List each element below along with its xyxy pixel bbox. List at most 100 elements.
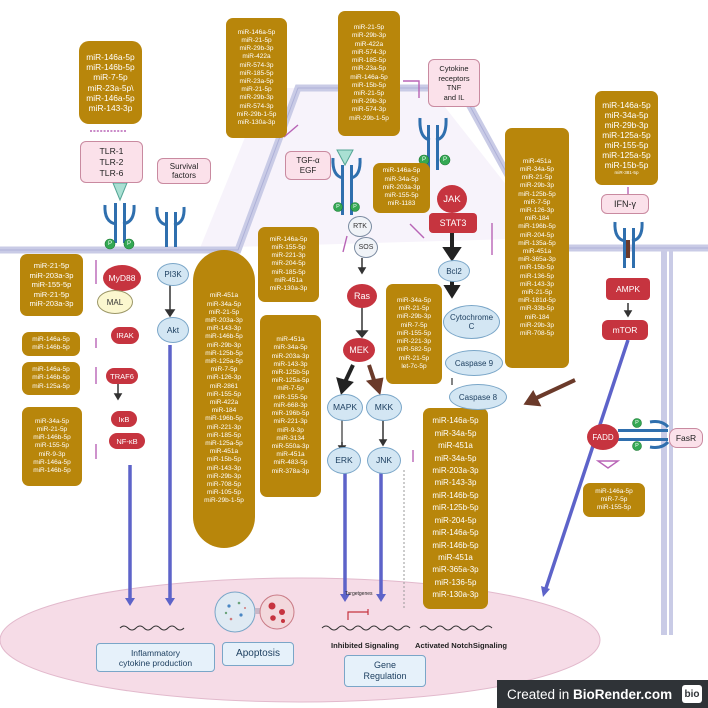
list-line: miR-7-5p bbox=[523, 198, 551, 206]
list-line: miR-155-5p bbox=[35, 442, 69, 450]
list-line: miR-143-3p bbox=[273, 360, 308, 368]
list-line: miR-29b-3p bbox=[239, 45, 274, 53]
list-line: miR-668-3p bbox=[273, 401, 308, 409]
list-line: miR-203a-3p bbox=[432, 466, 479, 476]
bcl2-node: Bcl2 bbox=[438, 260, 470, 282]
list-line: miR-184 bbox=[524, 215, 550, 223]
dna-strands bbox=[119, 625, 493, 631]
list-line: miR-34a-5p bbox=[384, 175, 419, 183]
footer-brand: BioRender.com bbox=[573, 686, 673, 702]
list-line: miR-29b-1-5p bbox=[204, 497, 244, 505]
footer-text: Created in BioRender.com bbox=[507, 687, 672, 702]
list-line: TLR-6 bbox=[99, 167, 124, 178]
thick-arrows bbox=[336, 233, 462, 395]
list-line: miR-143-3p bbox=[520, 280, 554, 288]
list-line: miR-34a-5p bbox=[207, 300, 241, 308]
list-line: miR-204-5p bbox=[434, 515, 477, 525]
list-line: miR-21-5p bbox=[353, 24, 385, 32]
list-line: miR-184 bbox=[211, 407, 237, 415]
list-line: miR-21-5p bbox=[521, 174, 553, 182]
list-line: miR-21-5p bbox=[353, 89, 385, 97]
list-line: miR-146b-5p bbox=[205, 333, 243, 341]
list-line: Target bbox=[345, 591, 359, 597]
phosphate-label: P bbox=[126, 241, 131, 247]
list-line: miR-146b-5p bbox=[32, 374, 70, 382]
list-line: miR-34a-5p bbox=[397, 297, 431, 305]
list-line: miR-21-5p bbox=[241, 86, 272, 94]
list-line: miR-196b-5p bbox=[271, 410, 310, 418]
list-line: miR-130a-3p bbox=[269, 285, 308, 292]
list-line: miR-204-5p bbox=[520, 231, 554, 239]
list-line: miR-184 bbox=[524, 313, 550, 321]
list-line: miR-7-5p bbox=[210, 366, 238, 374]
list-line: miR-181d-5p bbox=[518, 297, 556, 305]
list-line: cytokine production bbox=[118, 657, 193, 668]
traf6-node: TRAF6 bbox=[106, 368, 138, 384]
list-line: miR-708-5p bbox=[520, 330, 554, 338]
list-line: miR-135a-5p bbox=[518, 239, 556, 247]
list-line: miR-451a bbox=[209, 292, 239, 300]
list-line: miR-9-3p bbox=[38, 450, 66, 458]
list-line: Cytokine bbox=[439, 64, 469, 73]
activated-notch-label: Activated NotchSignaling bbox=[415, 641, 507, 651]
jnk-arrowhead bbox=[376, 594, 386, 602]
list-line: miR-21-5p bbox=[36, 425, 68, 433]
ifn-gamma-box: IFN-γ bbox=[601, 194, 649, 214]
list-line: miR-574-3p bbox=[239, 61, 274, 69]
list-line: miR-146b-5p bbox=[33, 434, 71, 442]
list-line: miR-365a-3p bbox=[432, 565, 479, 575]
phosphate-label: P bbox=[353, 204, 357, 210]
list-line: miR-15b-5p bbox=[520, 264, 554, 272]
ampk-node: AMPK bbox=[606, 278, 650, 300]
list-line: miR-125a-5p bbox=[271, 377, 310, 385]
erk-node: ERK bbox=[327, 447, 361, 474]
target-genes-label: Targetgenes bbox=[345, 591, 373, 597]
list-line: miR-34a-5p bbox=[35, 417, 69, 425]
list-line: miR-125a-5p bbox=[205, 440, 243, 448]
list-line: miR-146b-5p bbox=[32, 344, 70, 351]
list-line: miR-34a-5p bbox=[434, 428, 477, 438]
list-line: let-7c-5p bbox=[401, 362, 427, 370]
list-line: miR-29b-3p bbox=[239, 94, 274, 102]
list-line: miR-378a-3p bbox=[271, 467, 310, 475]
list-line: miR-185-5p bbox=[207, 431, 241, 439]
list-line: miR-155-5p bbox=[604, 140, 649, 150]
biorender-logo-icon: bio bbox=[682, 685, 702, 703]
list-line: miR-146a-5p bbox=[86, 92, 135, 103]
list-line: miR-29b-3p bbox=[520, 182, 554, 190]
list-line: miR-143-3p bbox=[88, 102, 133, 113]
list-line: miR-146b-5p bbox=[432, 490, 479, 500]
caspase8-node: Caspase 8 bbox=[449, 384, 507, 410]
list-line: Cytochrome bbox=[449, 312, 494, 322]
list-line: miR-146a-5p bbox=[32, 335, 70, 343]
list-line: miR-29b-3p bbox=[352, 98, 386, 106]
caspase9-node: Caspase 9 bbox=[445, 350, 503, 376]
nfkb-arrowhead bbox=[125, 598, 135, 606]
pi3k-node: PI3K bbox=[157, 263, 189, 286]
list-line: miR-196b-5p bbox=[205, 415, 243, 423]
list-line: miR-221-3p bbox=[271, 252, 306, 260]
list-line: miR-29b-3p bbox=[207, 341, 241, 349]
list-line: miR-422a bbox=[354, 40, 384, 48]
list-line: miR-451a bbox=[276, 451, 305, 459]
list-line: miR-204-5p bbox=[271, 260, 306, 268]
biorender-footer: Created in BioRender.com bio bbox=[497, 680, 708, 708]
list-line: miR-126-3p bbox=[207, 374, 241, 382]
list-line: TGF-α bbox=[296, 155, 320, 165]
fasr-box: FasR bbox=[669, 428, 703, 448]
list-line: miR-185-5p bbox=[271, 268, 306, 276]
list-line: miR-21-5p bbox=[241, 36, 272, 44]
list-line: miR-146a-5p bbox=[33, 458, 71, 466]
list-line: miR-155-5p bbox=[384, 192, 419, 200]
mal-node: MAL bbox=[97, 290, 133, 314]
list-line: miR-15b-5p bbox=[604, 160, 649, 170]
